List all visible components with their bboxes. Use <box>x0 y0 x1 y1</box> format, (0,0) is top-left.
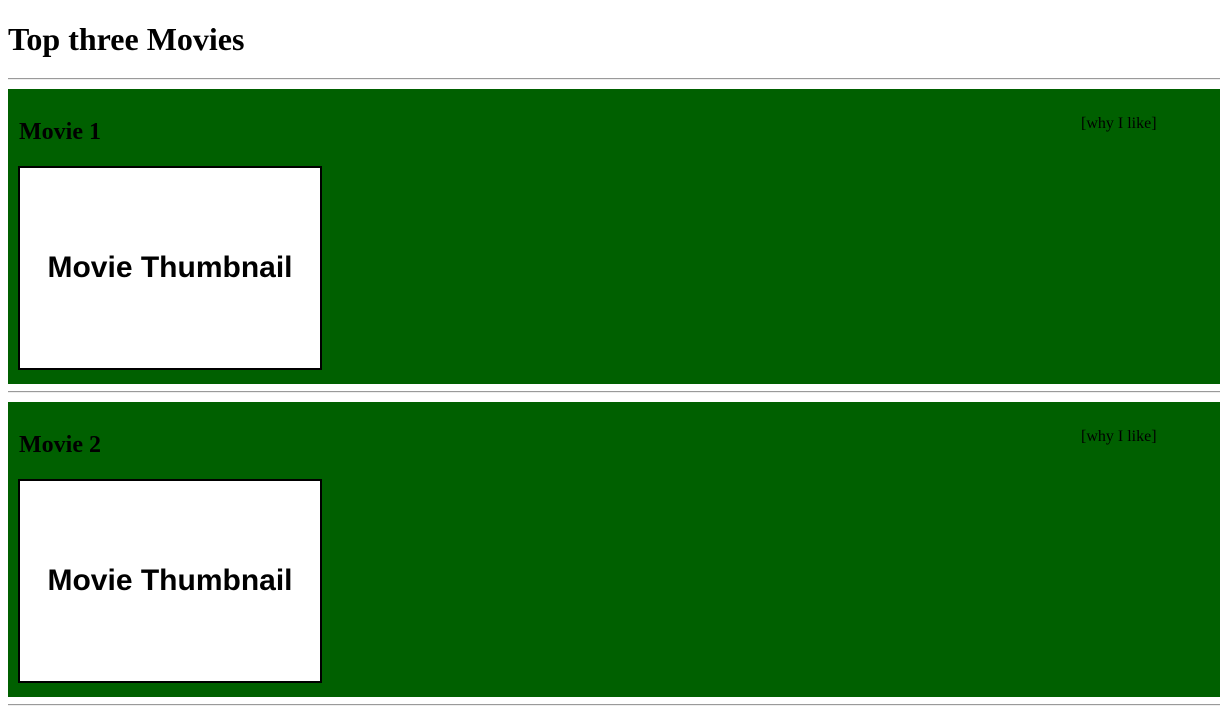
movie-title: Movie 2 <box>19 432 101 458</box>
movie-thumbnail: Movie Thumbnail <box>18 166 322 370</box>
movie-title: Movie 1 <box>19 119 101 145</box>
thumbnail-label: Movie Thumbnail <box>47 251 293 284</box>
page-title: Top three Movies <box>8 21 245 57</box>
top-divider <box>8 78 1220 80</box>
bottom-divider <box>8 704 1220 706</box>
why-i-like-link[interactable]: [why I like] <box>1081 428 1157 445</box>
movie-thumbnail: Movie Thumbnail <box>18 479 322 683</box>
why-i-like-link[interactable]: [why I like] <box>1081 115 1157 132</box>
movie-card-2: Movie 2 [why I like] Movie Thumbnail <box>8 402 1220 697</box>
thumbnail-label: Movie Thumbnail <box>47 564 293 597</box>
middle-divider <box>8 391 1220 393</box>
movie-card-1: Movie 1 [why I like] Movie Thumbnail <box>8 89 1220 384</box>
